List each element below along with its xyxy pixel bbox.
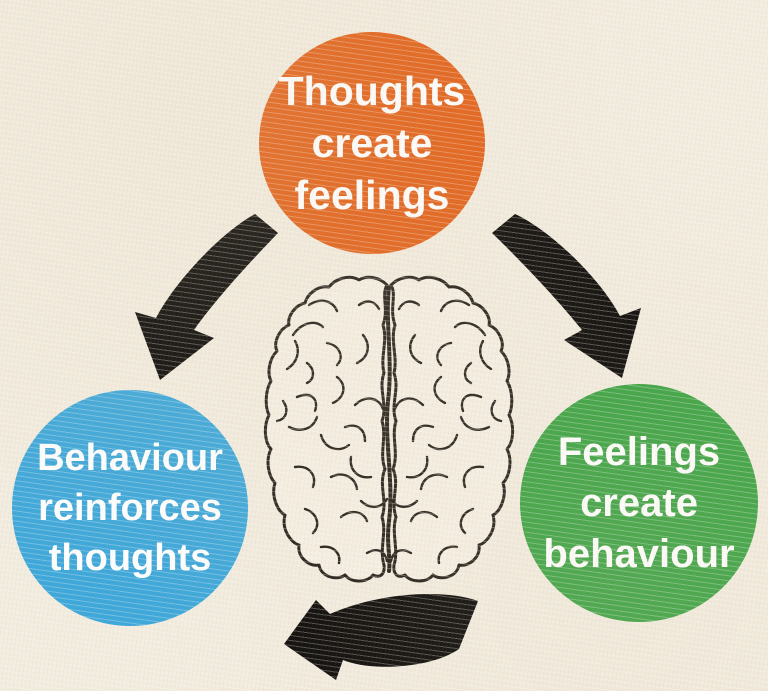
arrow-bottom-right-to-bottom-left-icon [284,594,478,680]
arrow-top-to-bottom-left-icon [135,214,278,380]
circle-thoughts-create-feelings: Thoughts create feelings [259,32,485,254]
arrow-top-to-bottom-right-icon [492,214,641,378]
circle-label-line: Thoughts [278,68,466,114]
circle-label-line: thoughts [48,537,212,579]
brain-right-hemisphere [389,275,515,583]
circle-label-line: behaviour [543,531,735,576]
circle-label-line: Feelings [557,429,721,474]
circle-label-line: create [311,120,433,166]
brain-gyri-left [275,299,389,565]
circle-feelings-create-behaviour: Feelings create behaviour [520,384,758,622]
brain-illustration [263,275,515,583]
circle-label-line: reinforces [38,487,222,529]
circle-label-line: Behaviour [37,437,223,479]
circle-behaviour-reinforces-thoughts: Behaviour reinforces thoughts [12,390,248,626]
brain-left-hemisphere [263,275,389,583]
circle-label-line: create [580,480,698,525]
brain-central-fissure [385,285,393,573]
circle-label-line: feelings [294,172,450,218]
brain-gyri-right [389,299,503,565]
